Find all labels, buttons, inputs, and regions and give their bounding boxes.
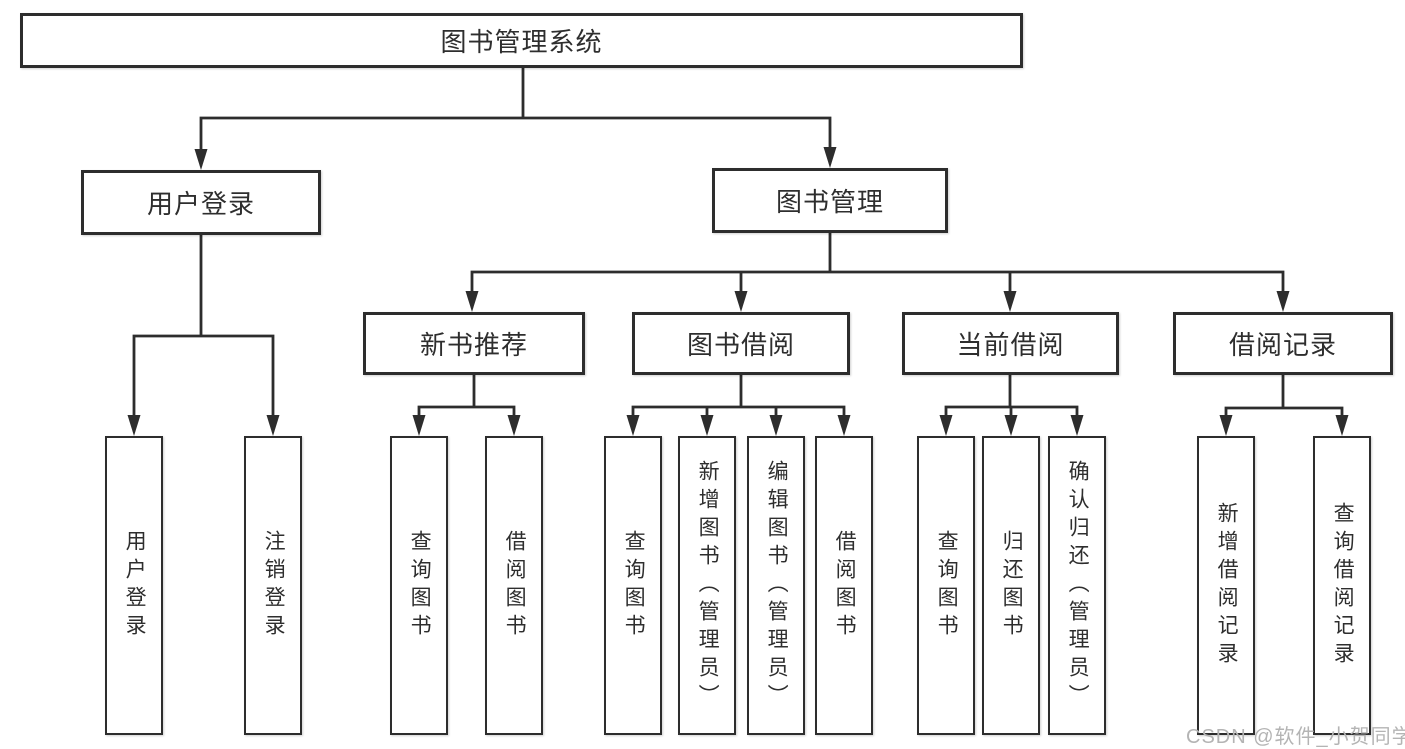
leaf-lending-add-books-admin: 新增图书（管理员） [678,436,736,735]
node-user-login-branch: 用户登录 [81,170,321,235]
leaf-user-login-label: 用户登录 [123,529,147,642]
leaf-user-login: 用户登录 [105,436,163,735]
leaf-current-query-books-label: 查询图书 [935,529,959,642]
node-user-login-branch-label: 用户登录 [146,189,255,219]
leaf-records-query-record: 查询借阅记录 [1313,436,1371,735]
leaf-lending-edit-books-admin-label: 编辑图书（管理员） [765,459,789,712]
node-lending-records-label: 借阅记录 [1228,330,1337,360]
node-book-management-label: 图书管理 [775,187,884,217]
node-book-management: 图书管理 [712,168,948,233]
leaf-logout-login: 注销登录 [244,436,302,735]
leaf-records-add-record-label: 新增借阅记录 [1215,501,1239,670]
leaf-recommend-borrow-books-label: 借阅图书 [503,529,527,642]
leaf-lending-edit-books-admin: 编辑图书（管理员） [747,436,805,735]
leaf-recommend-query-books-label: 查询图书 [408,529,432,642]
node-library-system-label: 图书管理系统 [440,27,603,57]
arrowheads [127,147,1349,436]
leaf-current-query-books: 查询图书 [917,436,975,735]
leaf-records-query-record-label: 查询借阅记录 [1331,501,1355,670]
node-current-lending-label: 当前借阅 [956,330,1065,360]
leaf-current-return-books: 归还图书 [982,436,1040,735]
leaf-recommend-borrow-books: 借阅图书 [485,436,543,735]
node-new-book-recommend: 新书推荐 [363,312,585,375]
leaf-logout-login-label: 注销登录 [262,529,286,642]
node-new-book-recommend-label: 新书推荐 [419,330,528,360]
leaf-lending-borrow-books: 借阅图书 [815,436,873,735]
leaf-lending-query-books-label: 查询图书 [622,529,646,642]
node-book-lending-label: 图书借阅 [686,330,795,360]
leaf-lending-query-books: 查询图书 [604,436,662,735]
leaf-current-confirm-return-admin-label: 确认归还（管理员） [1066,459,1090,712]
leaf-recommend-query-books: 查询图书 [390,436,448,735]
node-lending-records: 借阅记录 [1173,312,1393,375]
node-current-lending: 当前借阅 [902,312,1119,375]
leaf-current-confirm-return-admin: 确认归还（管理员） [1048,436,1106,735]
node-book-lending: 图书借阅 [632,312,850,375]
csdn-watermark: CSDN @软件_小贺同学 [1186,726,1405,748]
leaf-current-return-books-label: 归还图书 [1000,529,1024,642]
leaf-lending-add-books-admin-label: 新增图书（管理员） [696,459,720,712]
node-library-system: 图书管理系统 [20,13,1023,68]
leaf-lending-borrow-books-label: 借阅图书 [833,529,857,642]
leaf-records-add-record: 新增借阅记录 [1197,436,1255,735]
